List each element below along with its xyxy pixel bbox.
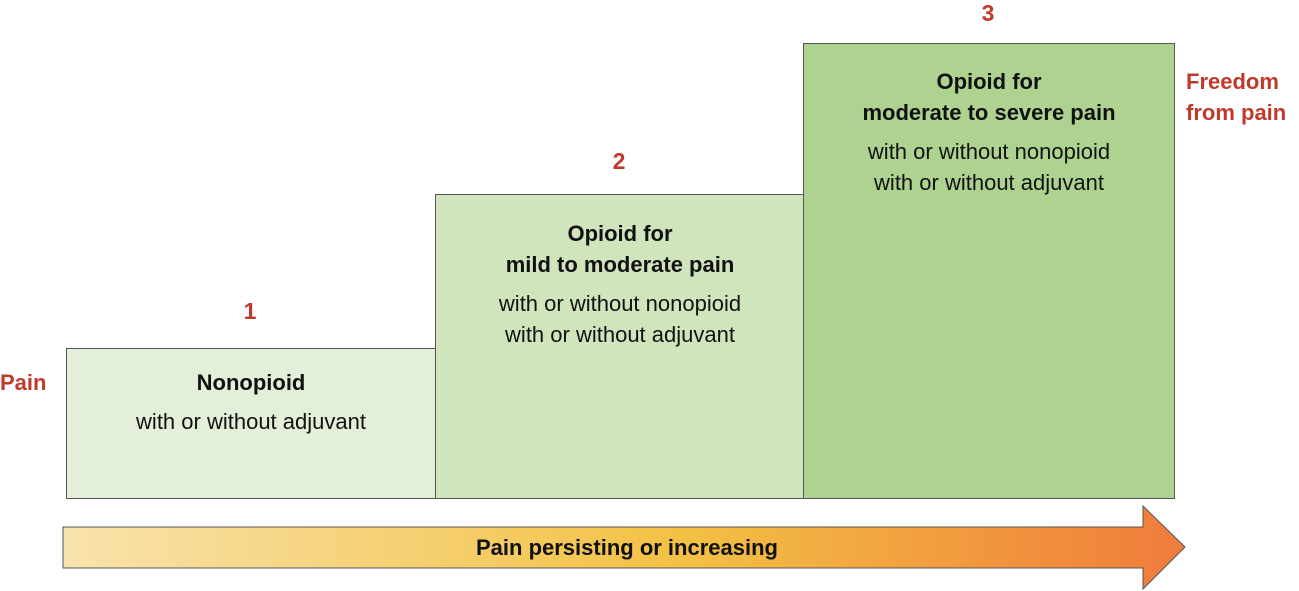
step-2-number: 2	[612, 148, 626, 174]
step-3-title-line-1: Opioid for	[936, 69, 1042, 94]
step-2-box: Opioid for mild to moderate pain with or…	[435, 194, 805, 499]
step-1-number: 1	[243, 298, 257, 324]
step-2-title-line-1: Opioid for	[567, 221, 673, 246]
step-3-title-line-2: moderate to severe pain	[862, 100, 1116, 125]
step-1-subtitle: with or without adjuvant	[136, 409, 366, 434]
freedom-from-pain-label: Freedom from pain	[1186, 66, 1286, 128]
step-2-title-line-2: mild to moderate pain	[505, 252, 735, 277]
step-1-title: Nonopioid	[196, 370, 306, 395]
arrow-shape	[62, 504, 1186, 591]
arrow-label: Pain persisting or increasing	[476, 535, 778, 560]
step-3-subtitle-line-2: with or without adjuvant	[874, 170, 1104, 195]
freedom-label-line-1: Freedom	[1186, 69, 1279, 94]
step-3-subtitle-line-1: with or without nonopioid	[867, 139, 1111, 164]
step-3-number: 3	[981, 0, 995, 26]
freedom-label-line-2: from pain	[1186, 100, 1287, 125]
pain-label: Pain	[0, 370, 47, 395]
step-1-box: Nonopioid with or without adjuvant	[66, 348, 436, 499]
step-3-box: Opioid for moderate to severe pain with …	[803, 43, 1175, 499]
step-2-subtitle-line-1: with or without nonopioid	[498, 291, 742, 316]
step-2-subtitle-line-2: with or without adjuvant	[505, 322, 735, 347]
